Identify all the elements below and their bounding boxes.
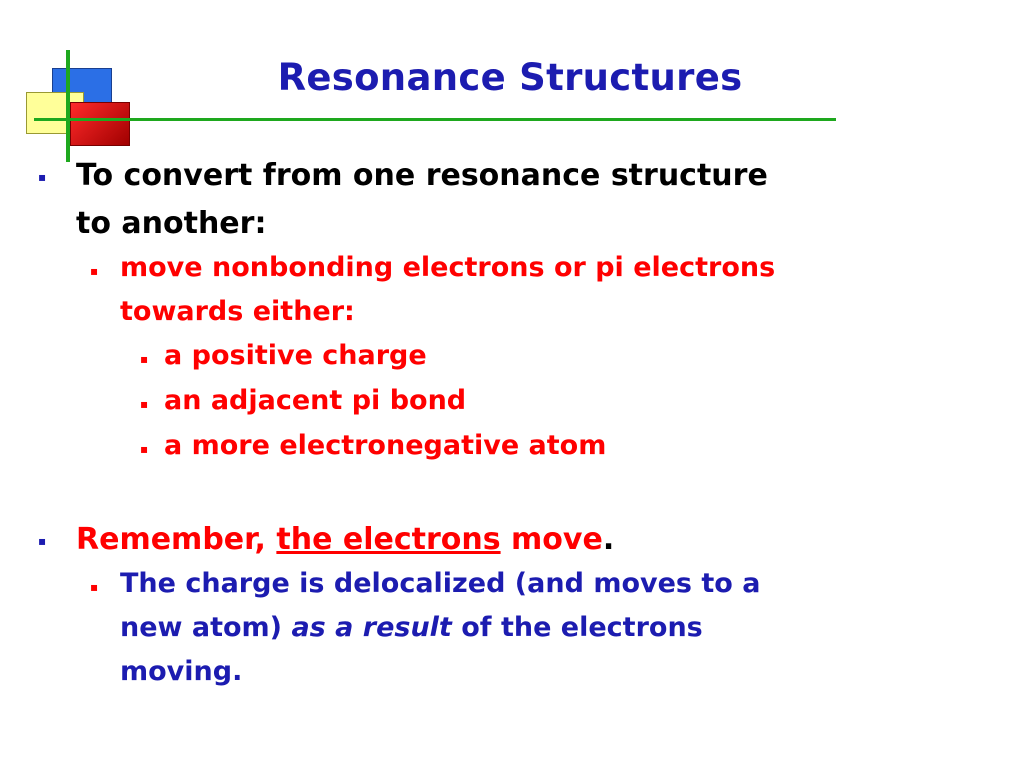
bullet-icon: ▪ — [38, 534, 47, 548]
bullet1-line1: To convert from one resonance structure — [76, 158, 768, 193]
bullet2-suffix: move — [511, 522, 603, 557]
green-title-underline — [34, 118, 836, 121]
bullet2-period: . — [602, 522, 615, 557]
bullet1-line2: to another: — [76, 206, 267, 241]
bullet-icon: ▪ — [90, 580, 99, 594]
subbullet1-line2: towards either: — [120, 296, 355, 327]
red-square — [70, 102, 130, 146]
subbullet2-line2-prefix: new atom) — [120, 612, 283, 643]
bullet2-prefix: Remember, — [76, 522, 266, 557]
subbullet2-line1: The charge is delocalized (and moves to … — [120, 568, 761, 599]
subbullet2-line2-italic: as a result — [291, 612, 452, 643]
decorative-squares-logo — [0, 0, 140, 150]
subbullet2-line2-suffix: of the electrons — [461, 612, 703, 643]
subbullet2-line2: new atom) as a result of the electrons — [120, 612, 703, 643]
subsub-item-2: an adjacent pi bond — [164, 385, 467, 416]
subbullet1-line1: move nonbonding electrons or pi electron… — [120, 252, 776, 283]
slide-title: Resonance Structures — [277, 56, 743, 99]
subbullet2-line3: moving. — [120, 656, 243, 687]
green-vertical-line — [66, 50, 70, 162]
bullet2-line: Remember, the electrons move. — [76, 522, 614, 557]
bullet-icon: ▪ — [140, 397, 149, 411]
bullet-icon: ▪ — [140, 442, 149, 456]
bullet2-underlined: the electrons — [276, 522, 501, 557]
bullet-icon: ▪ — [38, 170, 47, 184]
subsub-item-1: a positive charge — [164, 340, 427, 371]
subsub-item-3: a more electronegative atom — [164, 430, 607, 461]
bullet-icon: ▪ — [140, 352, 149, 366]
bullet-icon: ▪ — [90, 264, 99, 278]
